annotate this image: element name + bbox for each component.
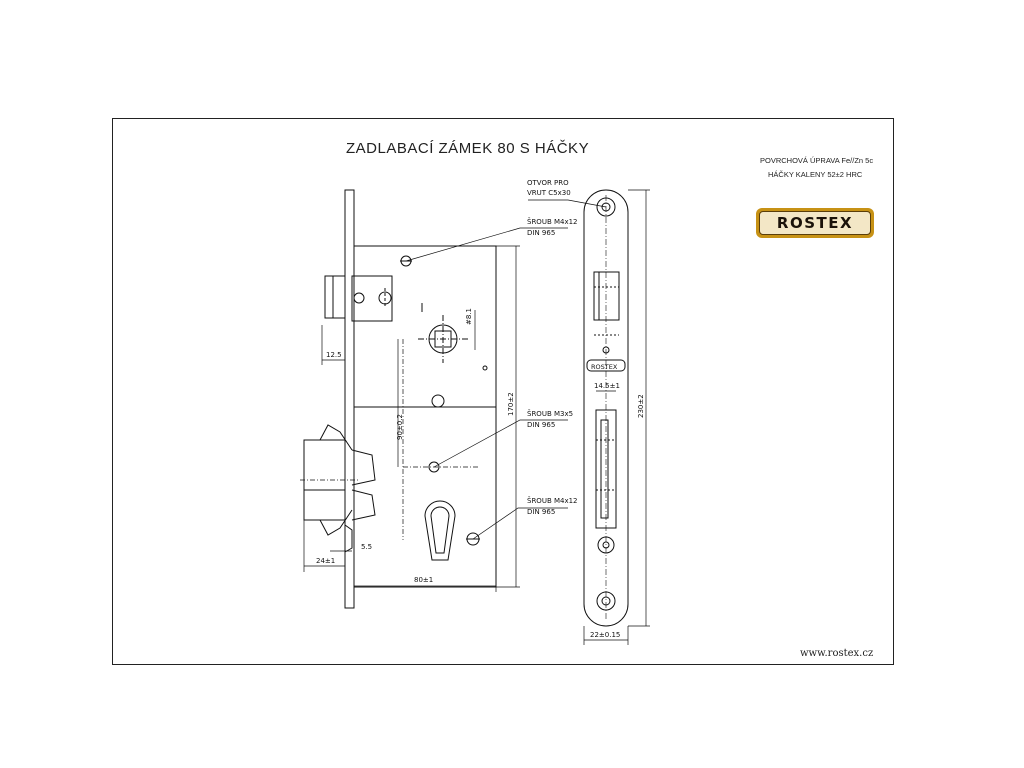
dim-center-distance-label: 90±0.2 bbox=[396, 414, 404, 440]
callout-hole-line1: OTVOR PRO bbox=[527, 179, 569, 187]
callout-screw1-line2: DIN 965 bbox=[527, 229, 555, 237]
callout-screw1-line1: ŠROUB M4x12 bbox=[527, 217, 578, 226]
dim-latch-offset-label: 12.5 bbox=[326, 351, 342, 359]
leader-screw-middle bbox=[433, 419, 568, 468]
cylinder-cutout bbox=[424, 500, 456, 561]
callout-hole-line2: VRUT C5x30 bbox=[527, 189, 571, 197]
leader-hole bbox=[528, 199, 607, 208]
callout-screw3-line2: DIN 965 bbox=[527, 508, 555, 516]
surface-finish-note: POVRCHOVÁ ÚPRAVA Fe//Zn 5c bbox=[760, 156, 874, 165]
hook-mechanism-upper bbox=[351, 449, 376, 486]
dim-hook-offset-label: 5.5 bbox=[361, 543, 372, 551]
rostex-logo-text: ROSTEX bbox=[759, 211, 871, 235]
dim-body-height-label: 170±2 bbox=[507, 392, 515, 416]
cylinder-cutout-inner bbox=[430, 506, 450, 554]
latch-mechanism bbox=[351, 275, 393, 322]
leader-screw-top bbox=[405, 227, 568, 262]
dim-plate-width-label: 22±0.15 bbox=[590, 631, 620, 639]
leader-screw-bottom bbox=[472, 507, 568, 540]
dim-plate-height-label: 230±2 bbox=[637, 394, 645, 418]
lock-side-view bbox=[300, 189, 568, 609]
callout-screw2-line2: DIN 965 bbox=[527, 421, 555, 429]
faceplate-hole-middle-inner bbox=[602, 541, 610, 549]
hook-opening bbox=[595, 409, 617, 529]
latch-opening bbox=[593, 271, 620, 321]
faceplate-hole-top bbox=[596, 197, 616, 217]
rostex-logo: ROSTEX bbox=[756, 208, 874, 238]
hook-lower bbox=[319, 509, 353, 536]
hook-slot bbox=[600, 419, 609, 519]
faceplate-badge-text: ROSTEX bbox=[591, 363, 618, 371]
faceplate-badge-frame bbox=[586, 359, 626, 372]
dim-backset-label: 80±1 bbox=[414, 576, 433, 584]
screw-middle bbox=[428, 461, 440, 473]
dim-spindle-label: #8.1 bbox=[465, 308, 473, 325]
hook-hardness-note: HÁČKY KALENY 52±2 HRC bbox=[768, 170, 863, 179]
latch-pin bbox=[353, 292, 365, 304]
faceplate-hole-middle bbox=[597, 536, 615, 554]
callout-screw2-line1: ŠROUB M3x5 bbox=[527, 409, 573, 418]
dim-hook-throw-label: 24±1 bbox=[316, 557, 335, 565]
faceplate-side bbox=[344, 189, 355, 609]
faceplate-hole-top-inner bbox=[601, 202, 611, 212]
dim-plate-inner-label: 14.5±1 bbox=[594, 382, 620, 390]
callout-screw3-line1: ŠROUB M4x12 bbox=[527, 496, 578, 505]
small-pin bbox=[482, 365, 488, 371]
hook-upper bbox=[319, 424, 353, 451]
faceplate-front bbox=[583, 189, 629, 627]
faceplate-front-view bbox=[528, 189, 650, 645]
hook-mechanism-lower bbox=[351, 489, 376, 521]
faceplate-hole-bottom-inner bbox=[601, 596, 611, 606]
faceplate-screw-small bbox=[602, 346, 610, 354]
lock-case bbox=[353, 245, 497, 588]
drawing-title: ZADLABACÍ ZÁMEK 80 S HÁČKY bbox=[346, 140, 590, 157]
website-url: www.rostex.cz bbox=[800, 648, 874, 659]
drawing-sheet-border bbox=[112, 118, 894, 665]
faceplate-hole-bottom bbox=[596, 591, 616, 611]
case-hole bbox=[431, 394, 445, 408]
hook-tab bbox=[344, 524, 353, 553]
latch-bolt bbox=[324, 275, 345, 319]
